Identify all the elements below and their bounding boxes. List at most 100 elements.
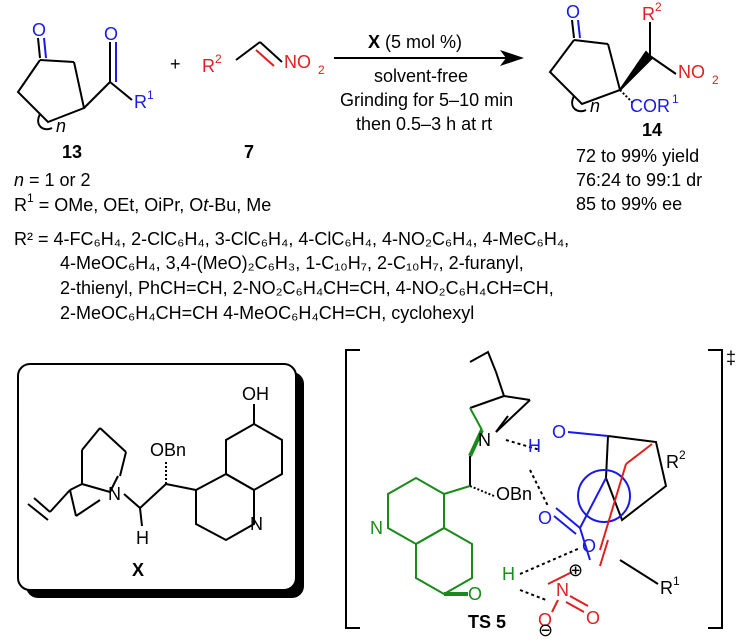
ts-substrate-co: [553, 515, 577, 535]
ts-minus-charge: ⊖: [538, 620, 553, 639]
c8-c9-bond: [139, 483, 167, 509]
catalyst-h: H: [136, 528, 149, 548]
cage-bond: [75, 499, 101, 517]
ts-nitro-bond: [547, 571, 573, 585]
n-definition: n = 1 or 2: [14, 170, 91, 190]
ts-approach-circle: [577, 469, 631, 523]
ts-brackets: [345, 349, 723, 629]
product-nitro: NO: [678, 62, 705, 82]
ts-left-bracket: [345, 349, 360, 629]
ts-substrate-bond: [579, 477, 607, 529]
cage-bond: [69, 489, 77, 517]
catalyst-n-bridge: N: [108, 484, 121, 504]
ring-bracket: [571, 95, 587, 113]
ts-quinoline-ring-a: [387, 476, 445, 546]
catalyst-structure: [27, 404, 283, 542]
reactant13-oxygen: O: [32, 20, 46, 40]
ts-r2-sup: 2: [679, 448, 686, 462]
reactant7-r2: R: [202, 56, 215, 76]
ts-h-top: H: [528, 436, 541, 456]
ketone-bond: [37, 37, 41, 59]
ts-o-nitro-right: O: [586, 608, 600, 628]
ts-o-phenol: O: [468, 584, 482, 604]
reactant7-label: 7: [244, 142, 254, 162]
reactant13-r1-sup: 1: [147, 88, 154, 102]
r2-definition-line-4: 2-MeOC₆H₄CH=CH 4-MeOC₆H₄CH=CH, cyclohexy…: [60, 303, 474, 323]
alkene-bond: [259, 41, 283, 63]
ts-dagger: ‡: [726, 348, 736, 368]
r1-values-b: -Bu, Me: [208, 195, 271, 215]
quinoline-ring-b: [225, 422, 283, 492]
catalyst-oh: OH: [242, 384, 269, 404]
product-ring-index: n: [590, 96, 600, 116]
result-ee: 85 to 99% ee: [576, 194, 682, 214]
ts-r1-sup: 1: [673, 574, 680, 588]
ts-cage-bond: [495, 415, 509, 433]
product-label: 14: [642, 120, 662, 140]
ts-cage-bond: [469, 395, 505, 409]
product-r2-sup: 2: [655, 0, 662, 14]
cage-bond: [81, 427, 101, 451]
ketone-bond: [577, 19, 581, 39]
ts-o-top: O: [552, 422, 566, 442]
result-dr: 76:24 to 99:1 dr: [576, 170, 702, 190]
ts-nitro-o-bond: [551, 599, 559, 613]
r1-sup: 1: [27, 191, 34, 205]
ts-nitroalkene-bond: [625, 443, 653, 465]
ts-nitro-o-bond: [569, 595, 589, 607]
r1-definition: R1 = OMe, OEt, OiPr, Ot-Bu, Me: [14, 191, 271, 215]
ts-nitroalkene-bond: [599, 463, 627, 551]
ts-substrate-co: [555, 507, 581, 529]
condition-rt: then 0.5–3 h at rt: [356, 114, 492, 134]
reactant-13: [16, 37, 133, 131]
reactant-7: [235, 41, 283, 67]
ts-vinyl: [469, 350, 497, 373]
stereo-wedge: [619, 50, 654, 91]
r2-definition-line-1: R² = 4-FC₆H₄, 2-ClC₆H₄, 3-ClC₆H₄, 4-ClC₆…: [14, 229, 569, 249]
product-cor: COR: [630, 96, 670, 116]
ts-nitroalkene-bond: [599, 539, 609, 567]
ts-o-bridge: O: [582, 536, 596, 556]
ring-bond: [39, 59, 75, 63]
catalyst-n-quinoline: N: [250, 514, 263, 534]
ketone-bond: [571, 19, 575, 39]
ts-ester-o-bond: [579, 527, 591, 561]
ring-bond: [16, 59, 86, 124]
catalyst-obn: OBn: [150, 440, 186, 460]
acyl-r-bond: [109, 81, 133, 101]
c9-aryl-bond: [165, 483, 197, 491]
n-values: = 1 or 2: [24, 170, 91, 190]
ketone-bond: [43, 37, 47, 59]
ts-c9-aryl-bond: [443, 485, 471, 495]
catalyst-symbol: X: [368, 32, 380, 52]
acyl-bond: [83, 81, 111, 109]
product-r2: R: [642, 4, 655, 24]
ts-hbond: [519, 589, 547, 601]
r1-values-a: = OMe, OEt, OiPr, O: [34, 195, 204, 215]
vinyl-bond: [27, 503, 49, 521]
cage-bond: [99, 427, 127, 453]
catalyst-loading: X (5 mol %): [368, 32, 462, 52]
cage-bond: [69, 483, 83, 491]
ts-substrate-oh: [567, 431, 609, 437]
cage-bond: [123, 493, 141, 509]
ts-hbond: [529, 469, 549, 507]
reactant7-r2-sup: 2: [215, 52, 222, 66]
ts-o-ester: O: [538, 508, 552, 528]
ts-h-phenol: H: [502, 564, 515, 584]
ts-cage-bond: [469, 407, 483, 431]
ts-nitro-o-bond: [565, 601, 585, 613]
n-var: n: [14, 170, 24, 190]
ts-o-nitro-bottom: O: [538, 610, 552, 630]
product-cor-sup: 1: [672, 92, 679, 106]
r2-definition-line-3: 2-thienyl, PhCH=CH, 2-NO₂C₆H₄CH=CH, 4-NO…: [60, 278, 554, 298]
c8-h-bond: [139, 507, 143, 527]
reactant7-nitro-sub: 2: [318, 63, 325, 77]
ts-cage-bond: [495, 399, 531, 433]
catalyst-box: [17, 363, 297, 591]
condition-solvent: solvent-free: [374, 66, 468, 86]
cage-bond: [81, 483, 111, 493]
catalyst-loading-text: (5 mol %): [380, 32, 462, 52]
